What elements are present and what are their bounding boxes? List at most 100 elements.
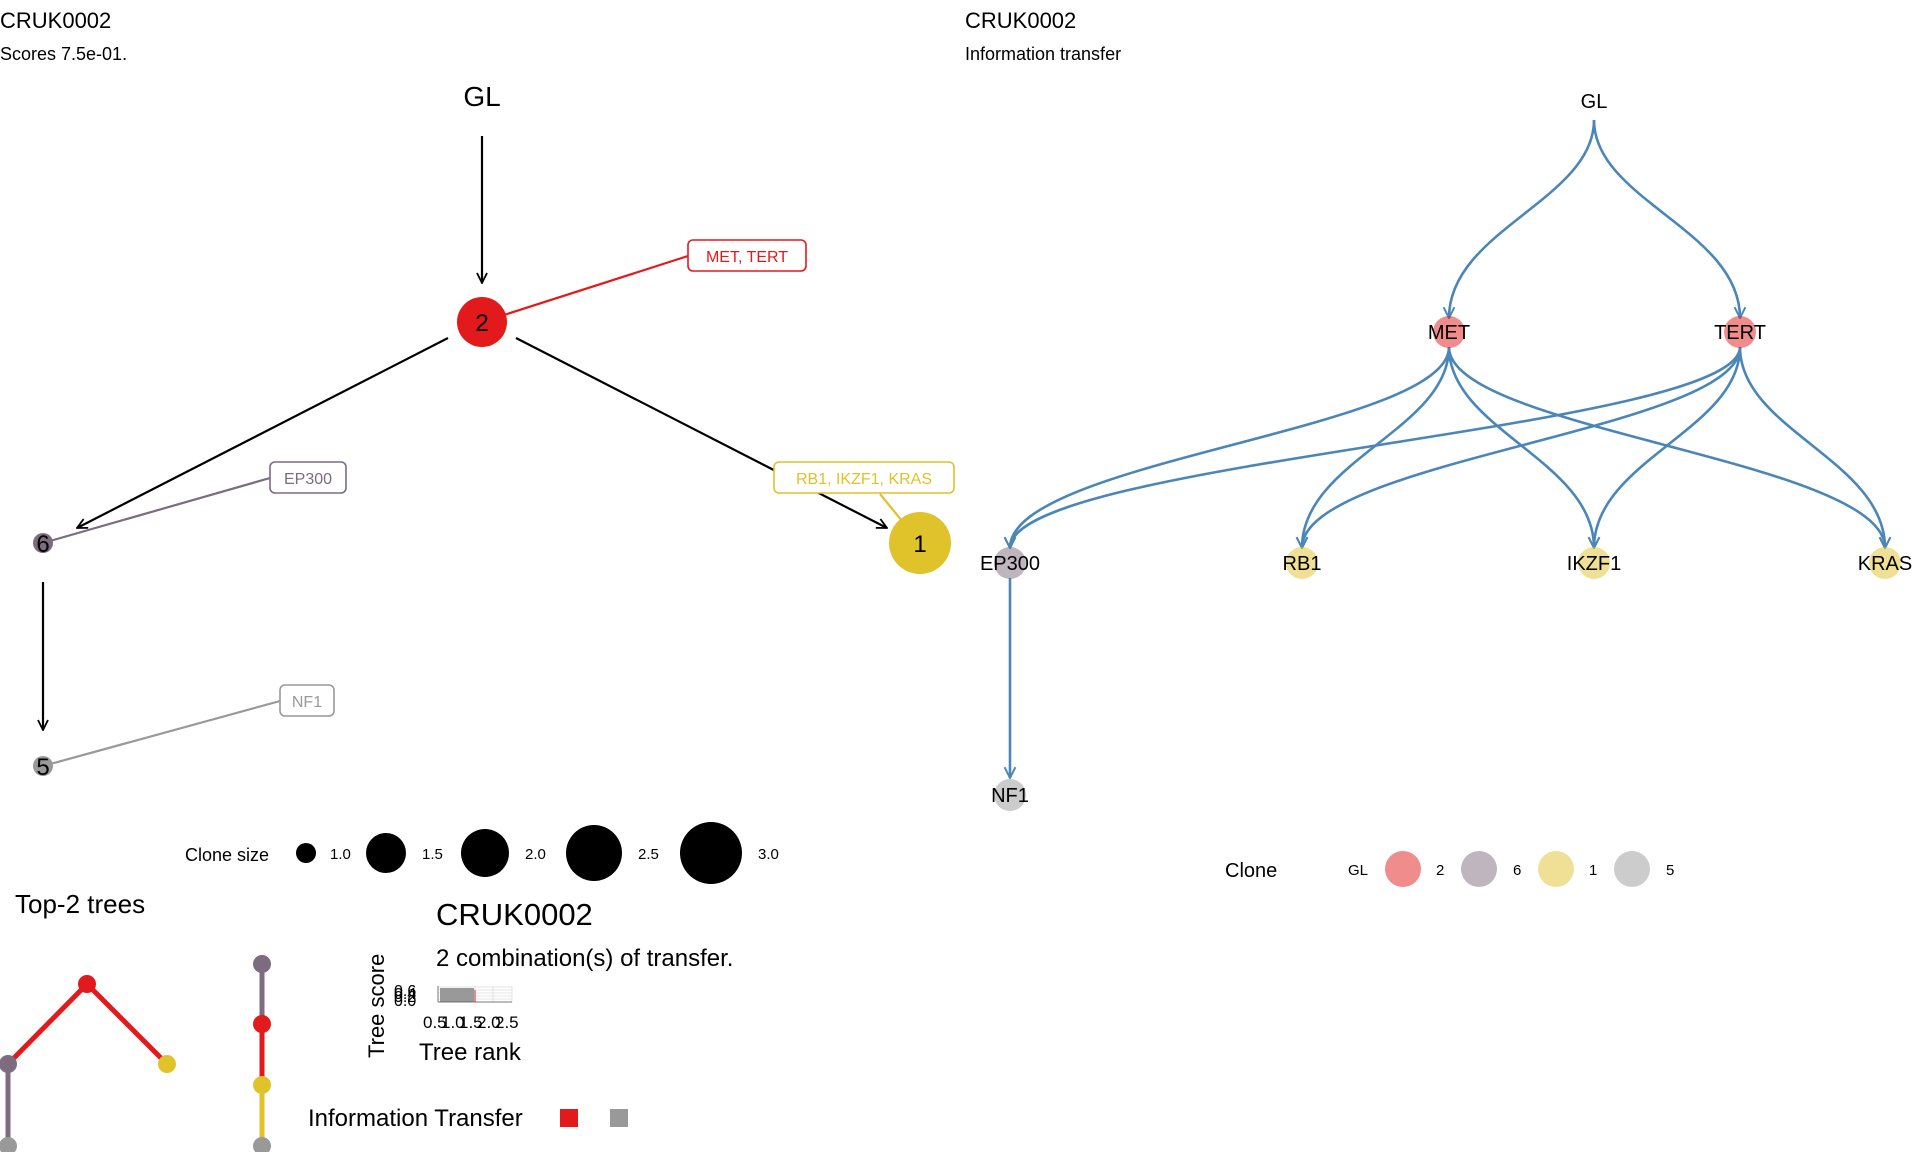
bottom-caption: 2 combination(s) of transfer. xyxy=(436,945,733,972)
left-panel: CRUK0002 Scores 7.5e-01. MET, TERT EP300 xyxy=(0,8,955,884)
edge-gl-to-met xyxy=(1449,119,1596,318)
transfer-node-kras-label: KRAS xyxy=(1858,553,1912,575)
edge-met-to-ep300 xyxy=(1010,346,1451,548)
clone-size-label-3: 2.0 xyxy=(525,846,546,863)
info-transfer-swatch-grey xyxy=(610,1109,628,1127)
node-clone-2-label: 2 xyxy=(475,310,488,337)
info-transfer-legend: Information Transfer xyxy=(308,1105,628,1132)
clone-legend-swatch-6 xyxy=(1461,851,1497,887)
x-tick-2-0: 2.0 xyxy=(477,1013,501,1032)
mini-tree-a-node-1 xyxy=(158,1055,176,1073)
transfer-node-tert: TERT xyxy=(1714,316,1766,348)
node-clone-5: 5 xyxy=(33,754,53,781)
transfer-node-ep300: EP300 xyxy=(980,547,1040,579)
connector-ep300 xyxy=(42,476,271,545)
edge-tert-to-kras xyxy=(1738,346,1885,548)
top-trees-panel: Top-2 trees CRUK0002 2 combination(s) of… xyxy=(0,889,733,1152)
transfer-node-ep300-label: EP300 xyxy=(980,553,1040,575)
clone-legend-swatch-1 xyxy=(1538,851,1574,887)
node-clone-1-label: 1 xyxy=(913,531,926,558)
transfer-node-rb1-label: RB1 xyxy=(1283,553,1322,575)
edge-tert-to-ikzf1 xyxy=(1594,346,1742,548)
transfer-node-ikzf1-label: IKZF1 xyxy=(1567,553,1621,575)
connector-nf1 xyxy=(42,699,281,768)
edge-2-to-1 xyxy=(515,337,887,529)
clone-size-label-2: 1.5 xyxy=(422,846,443,863)
right-panel: CRUK0002 Information transfer GL MET TER xyxy=(965,8,1912,887)
clone-size-label-5: 3.0 xyxy=(758,846,779,863)
left-panel-subtitle: Scores 7.5e-01. xyxy=(0,44,127,64)
mini-tree-a-node-6 xyxy=(0,1055,17,1073)
tree-score-chart: Tree score 0.6 0.4 0.2 0.0 xyxy=(364,954,522,1066)
tree-score-axis-label: Tree score xyxy=(364,954,389,1058)
tree-rank-axis-label: Tree rank xyxy=(419,1039,522,1066)
clone-legend-label-gl: GL xyxy=(1348,862,1368,879)
edge-2-to-6 xyxy=(77,337,449,529)
y-tick-0-0: 0.0 xyxy=(394,993,416,1010)
annotation-rb1-ikzf1-kras-text: RB1, IKZF1, KRAS xyxy=(796,471,932,488)
transfer-node-kras: KRAS xyxy=(1858,547,1912,579)
clone-size-label-1: 1.0 xyxy=(330,846,351,863)
edge-gl-to-tert xyxy=(1592,119,1740,318)
clone-size-swatch-1 xyxy=(296,843,316,863)
annotation-nf1-text: NF1 xyxy=(292,694,322,711)
mini-tree-b-node-2 xyxy=(253,1015,271,1033)
tree-score-axis-lines xyxy=(437,986,512,1003)
bottom-heading: CRUK0002 xyxy=(436,897,593,932)
clone-size-swatch-5 xyxy=(680,822,742,884)
clone-size-legend-title: Clone size xyxy=(185,845,269,865)
transfer-node-tert-label: TERT xyxy=(1714,322,1766,344)
left-panel-title: CRUK0002 xyxy=(0,8,111,33)
info-transfer-swatch-red xyxy=(560,1109,578,1127)
annotation-nf1: NF1 xyxy=(279,684,335,717)
mini-tree-a-edge-2-1 xyxy=(85,982,169,1066)
annotation-met-tert-text: MET, TERT xyxy=(706,249,788,266)
top-trees-title: Top-2 trees xyxy=(15,889,145,919)
x-tick-1-5: 1.5 xyxy=(459,1013,483,1032)
clone-legend: Clone GL 2 6 1 5 xyxy=(1225,851,1674,887)
clone-legend-label-2: 2 xyxy=(1436,862,1444,879)
right-panel-title: CRUK0002 xyxy=(965,8,1076,33)
transfer-node-gl: GL xyxy=(1581,91,1608,113)
annotation-ep300: EP300 xyxy=(269,461,347,494)
node-clone-6-label: 6 xyxy=(36,531,49,558)
mini-tree-a xyxy=(0,975,176,1152)
clone-legend-label-5: 5 xyxy=(1666,862,1674,879)
clone-size-label-4: 2.5 xyxy=(638,846,659,863)
y-tick-0-4: 0.4 xyxy=(394,986,416,1003)
y-tick-0-6: 0.6 xyxy=(394,983,416,1000)
tree-score-y-ticks: 0.6 0.4 0.2 0.0 xyxy=(394,983,416,1010)
node-clone-2: 2 xyxy=(457,297,507,347)
mini-tree-a-edge-2-6 xyxy=(6,982,89,1066)
y-tick-0-2: 0.2 xyxy=(394,989,416,1006)
mini-tree-b xyxy=(253,955,271,1152)
clone-legend-label-6: 6 xyxy=(1513,862,1521,879)
edge-tert-to-ep300 xyxy=(1010,346,1742,548)
transfer-node-ikzf1: IKZF1 xyxy=(1567,547,1621,579)
annotation-rb1-ikzf1-kras: RB1, IKZF1, KRAS xyxy=(773,461,955,494)
transfer-edges xyxy=(1010,119,1885,778)
x-tick-2-5: 2.5 xyxy=(495,1013,519,1032)
connector-met-tert xyxy=(481,254,689,324)
transfer-node-met-label: MET xyxy=(1428,322,1470,344)
x-tick-0-5: 0.5 xyxy=(423,1013,447,1032)
node-gl-label: GL xyxy=(463,81,500,112)
right-panel-subtitle: Information transfer xyxy=(965,44,1121,64)
left-tree-edges xyxy=(43,136,887,730)
node-clone-6: 6 xyxy=(33,531,53,558)
transfer-node-nf1: NF1 xyxy=(991,779,1029,811)
mini-tree-a-node-5 xyxy=(0,1137,17,1152)
clone-size-legend: Clone size 1.0 1.5 2.0 2.5 3.0 xyxy=(185,822,779,884)
annotation-met-tert: MET, TERT xyxy=(687,239,807,272)
node-clone-1: 1 xyxy=(889,512,951,574)
annotation-ep300-text: EP300 xyxy=(284,471,332,488)
clone-legend-title: Clone xyxy=(1225,860,1277,882)
transfer-node-met: MET xyxy=(1428,316,1470,348)
info-transfer-legend-label: Information Transfer xyxy=(308,1105,523,1132)
mini-tree-b-node-1 xyxy=(253,1076,271,1094)
annotation-connectors xyxy=(42,254,921,768)
x-tick-1-0: 1.0 xyxy=(441,1013,465,1032)
mini-tree-a-node-2 xyxy=(78,975,96,993)
mini-tree-b-node-5 xyxy=(253,1137,271,1152)
